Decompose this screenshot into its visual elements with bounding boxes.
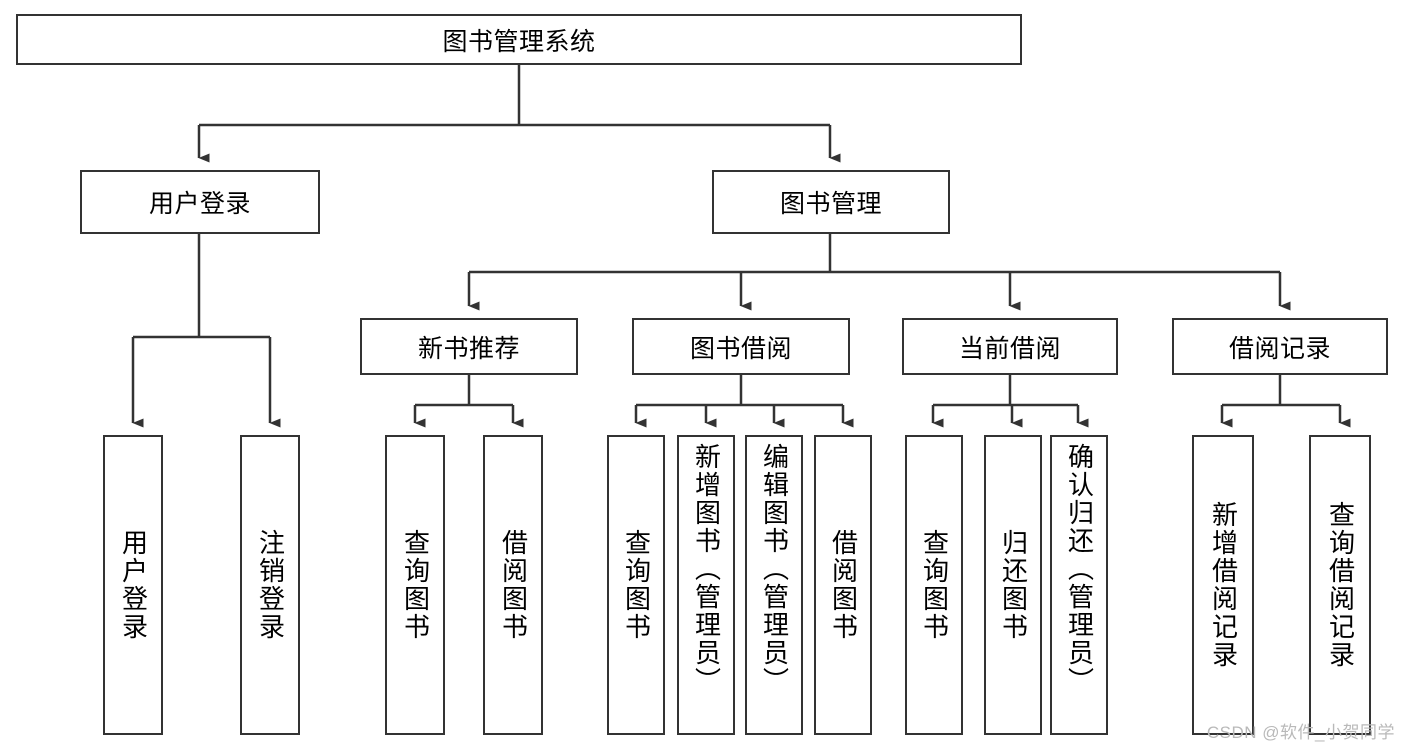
- node-label: 编辑图书（管理员）: [759, 443, 790, 695]
- node-label: 图书管理: [779, 190, 882, 218]
- node-book-borrowing[interactable]: 图书借阅: [632, 318, 850, 375]
- node-label: 用户登录: [118, 529, 149, 641]
- node-label: 归还图书: [998, 529, 1029, 641]
- node-new-book-recommendation[interactable]: 新书推荐: [360, 318, 578, 375]
- leaf-user-login-logout[interactable]: 注销登录: [240, 435, 300, 735]
- node-label: 查询图书: [919, 529, 950, 641]
- node-label: 注销登录: [255, 529, 286, 641]
- node-label: 当前借阅: [958, 334, 1061, 363]
- node-label: 新增图书（管理员）: [691, 443, 722, 695]
- leaf-borrow-query-book[interactable]: 查询图书: [607, 435, 665, 735]
- node-label: 新增借阅记录: [1208, 501, 1239, 669]
- leaf-borrow-edit-book-admin[interactable]: 编辑图书（管理员）: [745, 435, 803, 735]
- node-root-book-management-system[interactable]: 图书管理系统: [16, 14, 1022, 65]
- node-label: 用户登录: [148, 190, 251, 218]
- node-label: 图书借阅: [689, 334, 792, 363]
- leaf-borrow-add-book-admin[interactable]: 新增图书（管理员）: [677, 435, 735, 735]
- node-label: 查询借阅记录: [1325, 501, 1356, 669]
- node-label: 查询图书: [621, 529, 652, 641]
- leaf-new-book-borrow-book[interactable]: 借阅图书: [483, 435, 543, 735]
- node-label: 借阅图书: [498, 529, 529, 641]
- csdn-watermark: CSDN @软件_小贺同学: [1206, 723, 1395, 742]
- leaf-new-book-query-book[interactable]: 查询图书: [385, 435, 445, 735]
- node-label: 确认归还（管理员）: [1064, 443, 1095, 695]
- node-label: 借阅记录: [1228, 334, 1331, 363]
- leaf-record-query-borrow-record[interactable]: 查询借阅记录: [1309, 435, 1371, 735]
- leaf-current-confirm-return-admin[interactable]: 确认归还（管理员）: [1050, 435, 1108, 735]
- leaf-borrow-borrow-book[interactable]: 借阅图书: [814, 435, 872, 735]
- leaf-record-add-borrow-record[interactable]: 新增借阅记录: [1192, 435, 1254, 735]
- leaf-user-login-login[interactable]: 用户登录: [103, 435, 163, 735]
- node-label: 新书推荐: [417, 334, 520, 363]
- node-label: 借阅图书: [828, 529, 859, 641]
- node-current-borrowing[interactable]: 当前借阅: [902, 318, 1118, 375]
- leaf-current-return-book[interactable]: 归还图书: [984, 435, 1042, 735]
- node-user-login[interactable]: 用户登录: [80, 170, 320, 234]
- node-label: 图书管理系统: [442, 27, 596, 56]
- node-label: 查询图书: [400, 529, 431, 641]
- node-borrowing-record[interactable]: 借阅记录: [1172, 318, 1388, 375]
- leaf-current-query-book[interactable]: 查询图书: [905, 435, 963, 735]
- node-book-management[interactable]: 图书管理: [712, 170, 950, 234]
